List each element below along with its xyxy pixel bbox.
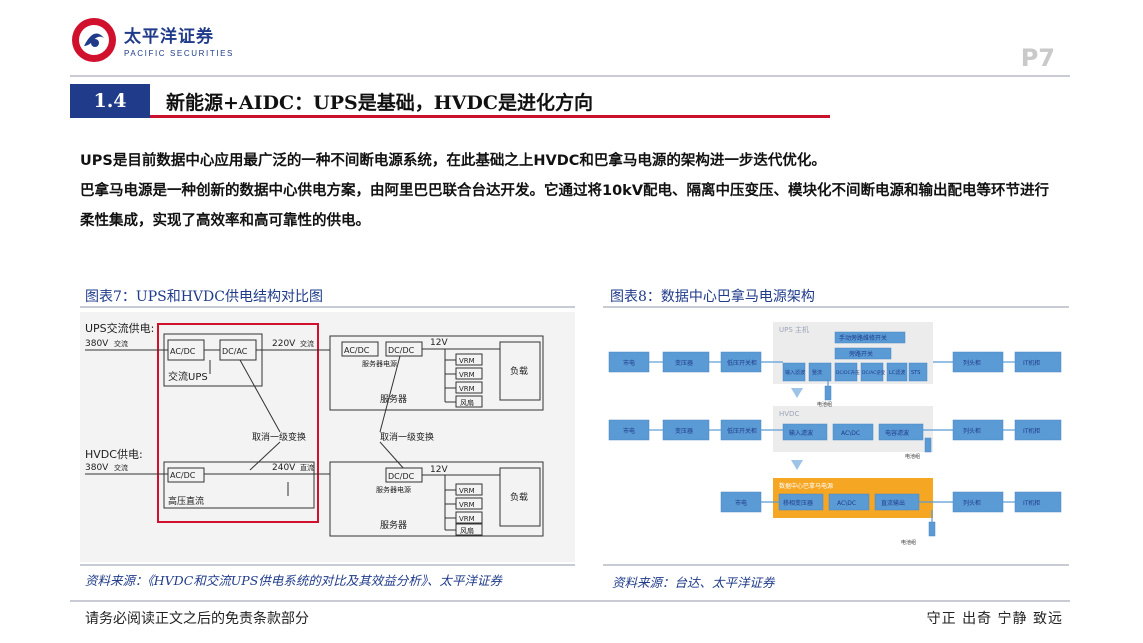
section-number: 1.4 bbox=[70, 84, 150, 118]
row3-column-cabinet: 列头柜 bbox=[963, 499, 981, 507]
ups-box-label: 交流UPS bbox=[168, 370, 208, 383]
ups-input-voltage: 380V bbox=[85, 339, 109, 349]
panama-power-diagram: UPS 主机 市电 变压器 低压开关柜 手动旁路维修开关 旁路开关 输入滤波 整… bbox=[608, 322, 1062, 546]
ups-vrm-3: VRM bbox=[459, 385, 475, 393]
figure-8-diagram: UPS 主机 市电 变压器 低压开关柜 手动旁路维修开关 旁路开关 输入滤波 整… bbox=[603, 312, 1069, 562]
dcdc-boost: DC/DC升压 bbox=[836, 369, 860, 376]
hvdc-vrm-2: VRM bbox=[459, 501, 475, 509]
ups-host-label: UPS 主机 bbox=[779, 325, 809, 334]
ups-220v: 220V bbox=[272, 339, 296, 349]
row1-column-cabinet: 列头柜 bbox=[963, 359, 981, 367]
rectifier: 整流 bbox=[812, 369, 822, 376]
panama-group-label: 数据中心巴拿马电源 bbox=[779, 482, 833, 490]
sts-block: STS bbox=[911, 370, 920, 376]
hvdc-label: HVDC供电: bbox=[85, 447, 143, 461]
row3-it-cabinet: IT机柜 bbox=[1023, 499, 1040, 507]
hvdc-server-dcdc: DC/DC bbox=[388, 472, 415, 481]
hvdc-server-label: 服务器 bbox=[380, 519, 407, 531]
dcac-inverter: DC/AC逆变 bbox=[862, 369, 886, 376]
figure-7-title: 图表7：UPS和HVDC供电结构对比图 bbox=[85, 289, 323, 305]
hvdc-acdc-block: AC/DC bbox=[170, 471, 196, 480]
ups-hvdc-diagram: UPS交流供电: 380V 交流 AC/DC DC/AC 交流UPS 220V … bbox=[85, 321, 544, 537]
hvdc-fan: 风扇 bbox=[460, 526, 474, 535]
hvdc-vrm-3: VRM bbox=[459, 515, 475, 523]
row2-input-filter: 输入滤波 bbox=[789, 429, 813, 437]
dc-output: 直流输出 bbox=[881, 499, 905, 507]
section-title: 新能源+AIDC：UPS是基础，HVDC是进化方向 bbox=[166, 92, 594, 114]
row3-acdc: AC\DC bbox=[837, 500, 856, 507]
ups-server-acdc: AC/DC bbox=[344, 346, 370, 355]
figure-8-title: 图表8：数据中心巴拿马电源架构 bbox=[610, 289, 815, 305]
row3-battery: 电池组 bbox=[901, 539, 916, 546]
row2-transformer: 变压器 bbox=[675, 427, 693, 435]
ups-220v-ac-tag: 交流 bbox=[300, 339, 314, 348]
section-underline bbox=[150, 115, 830, 118]
row2-it-cabinet: IT机柜 bbox=[1023, 427, 1040, 435]
hvdc-input-voltage: 380V bbox=[85, 463, 109, 473]
figure-8-bottom-rule bbox=[603, 564, 1069, 566]
ups-acdc-block: AC/DC bbox=[170, 347, 196, 356]
hvdc-vrm-1: VRM bbox=[459, 487, 475, 495]
row1-battery: 电池组 bbox=[817, 401, 832, 408]
row2-lv-cabinet: 低压开关柜 bbox=[727, 427, 757, 435]
hvdc-box-label: 高压直流 bbox=[168, 495, 204, 507]
ups-load: 负载 bbox=[510, 365, 528, 377]
cancel-conversion-2: 取消一级变换 bbox=[380, 431, 434, 443]
row1-transformer: 变压器 bbox=[675, 359, 693, 367]
company-logo: 太平洋证券 PACIFIC SECURITIES bbox=[70, 14, 270, 66]
header-divider bbox=[70, 75, 1070, 77]
page-number: P7 bbox=[1020, 44, 1055, 72]
figure-7-diagram: UPS交流供电: 380V 交流 AC/DC DC/AC 交流UPS 220V … bbox=[80, 312, 575, 562]
footer-divider bbox=[70, 600, 1070, 602]
ups-ac-tag: 交流 bbox=[114, 339, 128, 348]
row2-column-cabinet: 列头柜 bbox=[963, 427, 981, 435]
figure-8-title-rule bbox=[603, 306, 1069, 308]
row2-acdc: AC\DC bbox=[841, 430, 860, 437]
ups-vrm-2: VRM bbox=[459, 371, 475, 379]
ups-fan: 风扇 bbox=[460, 398, 474, 407]
hvdc-ac-tag: 交流 bbox=[114, 463, 128, 472]
logo-cn-text: 太平洋证券 bbox=[124, 27, 214, 47]
hvdc-psu-label: 服务器电源 bbox=[376, 485, 411, 494]
row1-grid: 市电 bbox=[623, 359, 635, 367]
footer-motto: 守正 出奇 宁静 致远 bbox=[926, 611, 1063, 627]
hvdc-12v: 12V bbox=[430, 465, 448, 475]
ups-psu-label: 服务器电源 bbox=[362, 359, 397, 368]
ups-server-label: 服务器 bbox=[380, 393, 407, 405]
ups-server-dcdc: DC/DC bbox=[388, 346, 415, 355]
figure-7-source: 资料来源：《HVDC和交流UPS供电系统的对比及其效益分析》、太平洋证券 bbox=[85, 573, 503, 588]
hvdc-dc-tag: 直流 bbox=[300, 463, 314, 472]
hvdc-group-label: HVDC bbox=[779, 410, 799, 418]
row1-lv-cabinet: 低压开关柜 bbox=[727, 359, 757, 367]
row3-grid: 市电 bbox=[735, 499, 747, 507]
hvdc-load: 负载 bbox=[510, 491, 528, 503]
body-paragraph-1: UPS是目前数据中心应用最广泛的一种不间断电源系统，在此基础之上HVDC和巴拿马… bbox=[80, 153, 826, 169]
row2-cap-filter: 电容滤波 bbox=[885, 429, 909, 437]
figure-7-title-rule bbox=[80, 306, 575, 308]
ups-12v: 12V bbox=[430, 338, 448, 348]
hvdc-240v: 240V bbox=[272, 463, 296, 473]
figure-7-bottom-rule bbox=[80, 564, 575, 566]
body-text: UPS是目前数据中心应用最广泛的一种不间断电源系统，在此基础之上HVDC和巴拿马… bbox=[80, 146, 1060, 236]
ups-label: UPS交流供电: bbox=[85, 321, 154, 335]
figure-8-source: 资料来源：台达、太平洋证券 bbox=[612, 575, 775, 590]
row2-grid: 市电 bbox=[623, 427, 635, 435]
bypass-switch: 旁路开关 bbox=[849, 350, 873, 358]
footer-disclaimer: 请务必阅读正文之后的免责条款部分 bbox=[85, 611, 309, 627]
manual-bypass-switch: 手动旁路维修开关 bbox=[839, 334, 887, 342]
ups-vrm-1: VRM bbox=[459, 357, 475, 365]
input-filter: 输入滤波 bbox=[785, 369, 805, 376]
row2-battery: 电池组 bbox=[905, 453, 920, 460]
row1-it-cabinet: IT机柜 bbox=[1023, 359, 1040, 367]
cancel-conversion-1: 取消一级变换 bbox=[252, 431, 306, 443]
lc-filter: LC滤波 bbox=[889, 369, 905, 376]
body-paragraph-2: 巴拿马电源是一种创新的数据中心供电方案，由阿里巴巴联合台达开发。它通过将10kV… bbox=[80, 183, 1050, 229]
phase-shift-transformer: 移相变压器 bbox=[783, 499, 813, 507]
pacific-logo-icon bbox=[72, 18, 116, 62]
ups-dcac-block: DC/AC bbox=[222, 347, 248, 356]
section-heading: 1.4 新能源+AIDC：UPS是基础，HVDC是进化方向 bbox=[70, 84, 830, 118]
logo-en-text: PACIFIC SECURITIES bbox=[124, 49, 234, 58]
